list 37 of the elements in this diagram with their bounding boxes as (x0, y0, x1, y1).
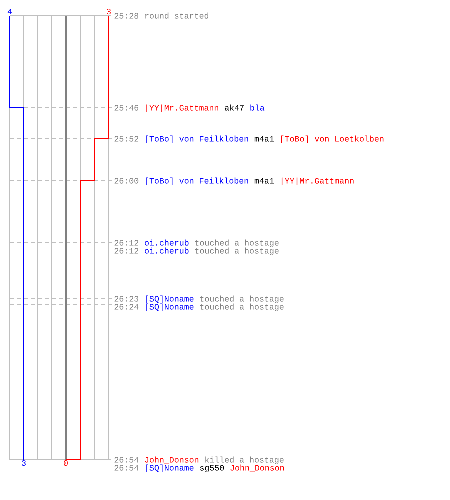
timestamp: 26:23 (114, 296, 139, 302)
weapon-name: ak47 (225, 104, 244, 111)
event-text: round started (146, 12, 209, 19)
timestamp: 26:54 (114, 465, 139, 471)
player-name: [SQ]Noname (146, 464, 194, 473)
player-name: [SQ]Noname (146, 296, 194, 304)
weapon-name: m4a1 (254, 178, 274, 184)
timestamp: 26:54 (114, 457, 139, 463)
player-count: 0 (64, 460, 68, 466)
player-name: [ToBo] von Feilkloben (146, 178, 248, 186)
player-name: bla (250, 104, 265, 111)
timestamp: 25:52 (114, 136, 139, 142)
player-name: John_Donson (230, 464, 284, 472)
player-name: [ToBo] von Loetkolben (282, 136, 384, 144)
player-name: |YY|Mr.Gattmann (146, 104, 218, 113)
player-name: oi.cherub (145, 240, 189, 246)
timestamp: 25:28 (114, 13, 139, 19)
player-count: 4 (8, 9, 12, 14)
weapon-name: m4a1 (254, 136, 274, 142)
event-text: touched a hostage (200, 296, 284, 304)
player-name: oi.cherub (145, 248, 189, 254)
timestamp: 26:12 (114, 240, 139, 246)
event-text: touched a hostage (200, 304, 284, 312)
player-count: 3 (22, 460, 26, 466)
timestamp: 26:00 (114, 178, 139, 184)
player-name: John_Donson (145, 456, 199, 464)
event-text: killed a hostage (206, 456, 284, 465)
event-text: touched a hostage (196, 248, 279, 256)
timestamp: 26:12 (114, 248, 139, 254)
player-count: 3 (107, 8, 111, 15)
timestamp: 26:24 (114, 304, 139, 310)
player-name: |YY|Mr.Gattmann (282, 178, 354, 186)
weapon-name: sg550 (200, 465, 224, 473)
player-name: [SQ]Noname (146, 304, 194, 312)
timestamp: 25:46 (114, 105, 139, 111)
event-text: touched a hostage (196, 240, 279, 248)
player-name: [ToBo] von Feilkloben (146, 136, 248, 144)
